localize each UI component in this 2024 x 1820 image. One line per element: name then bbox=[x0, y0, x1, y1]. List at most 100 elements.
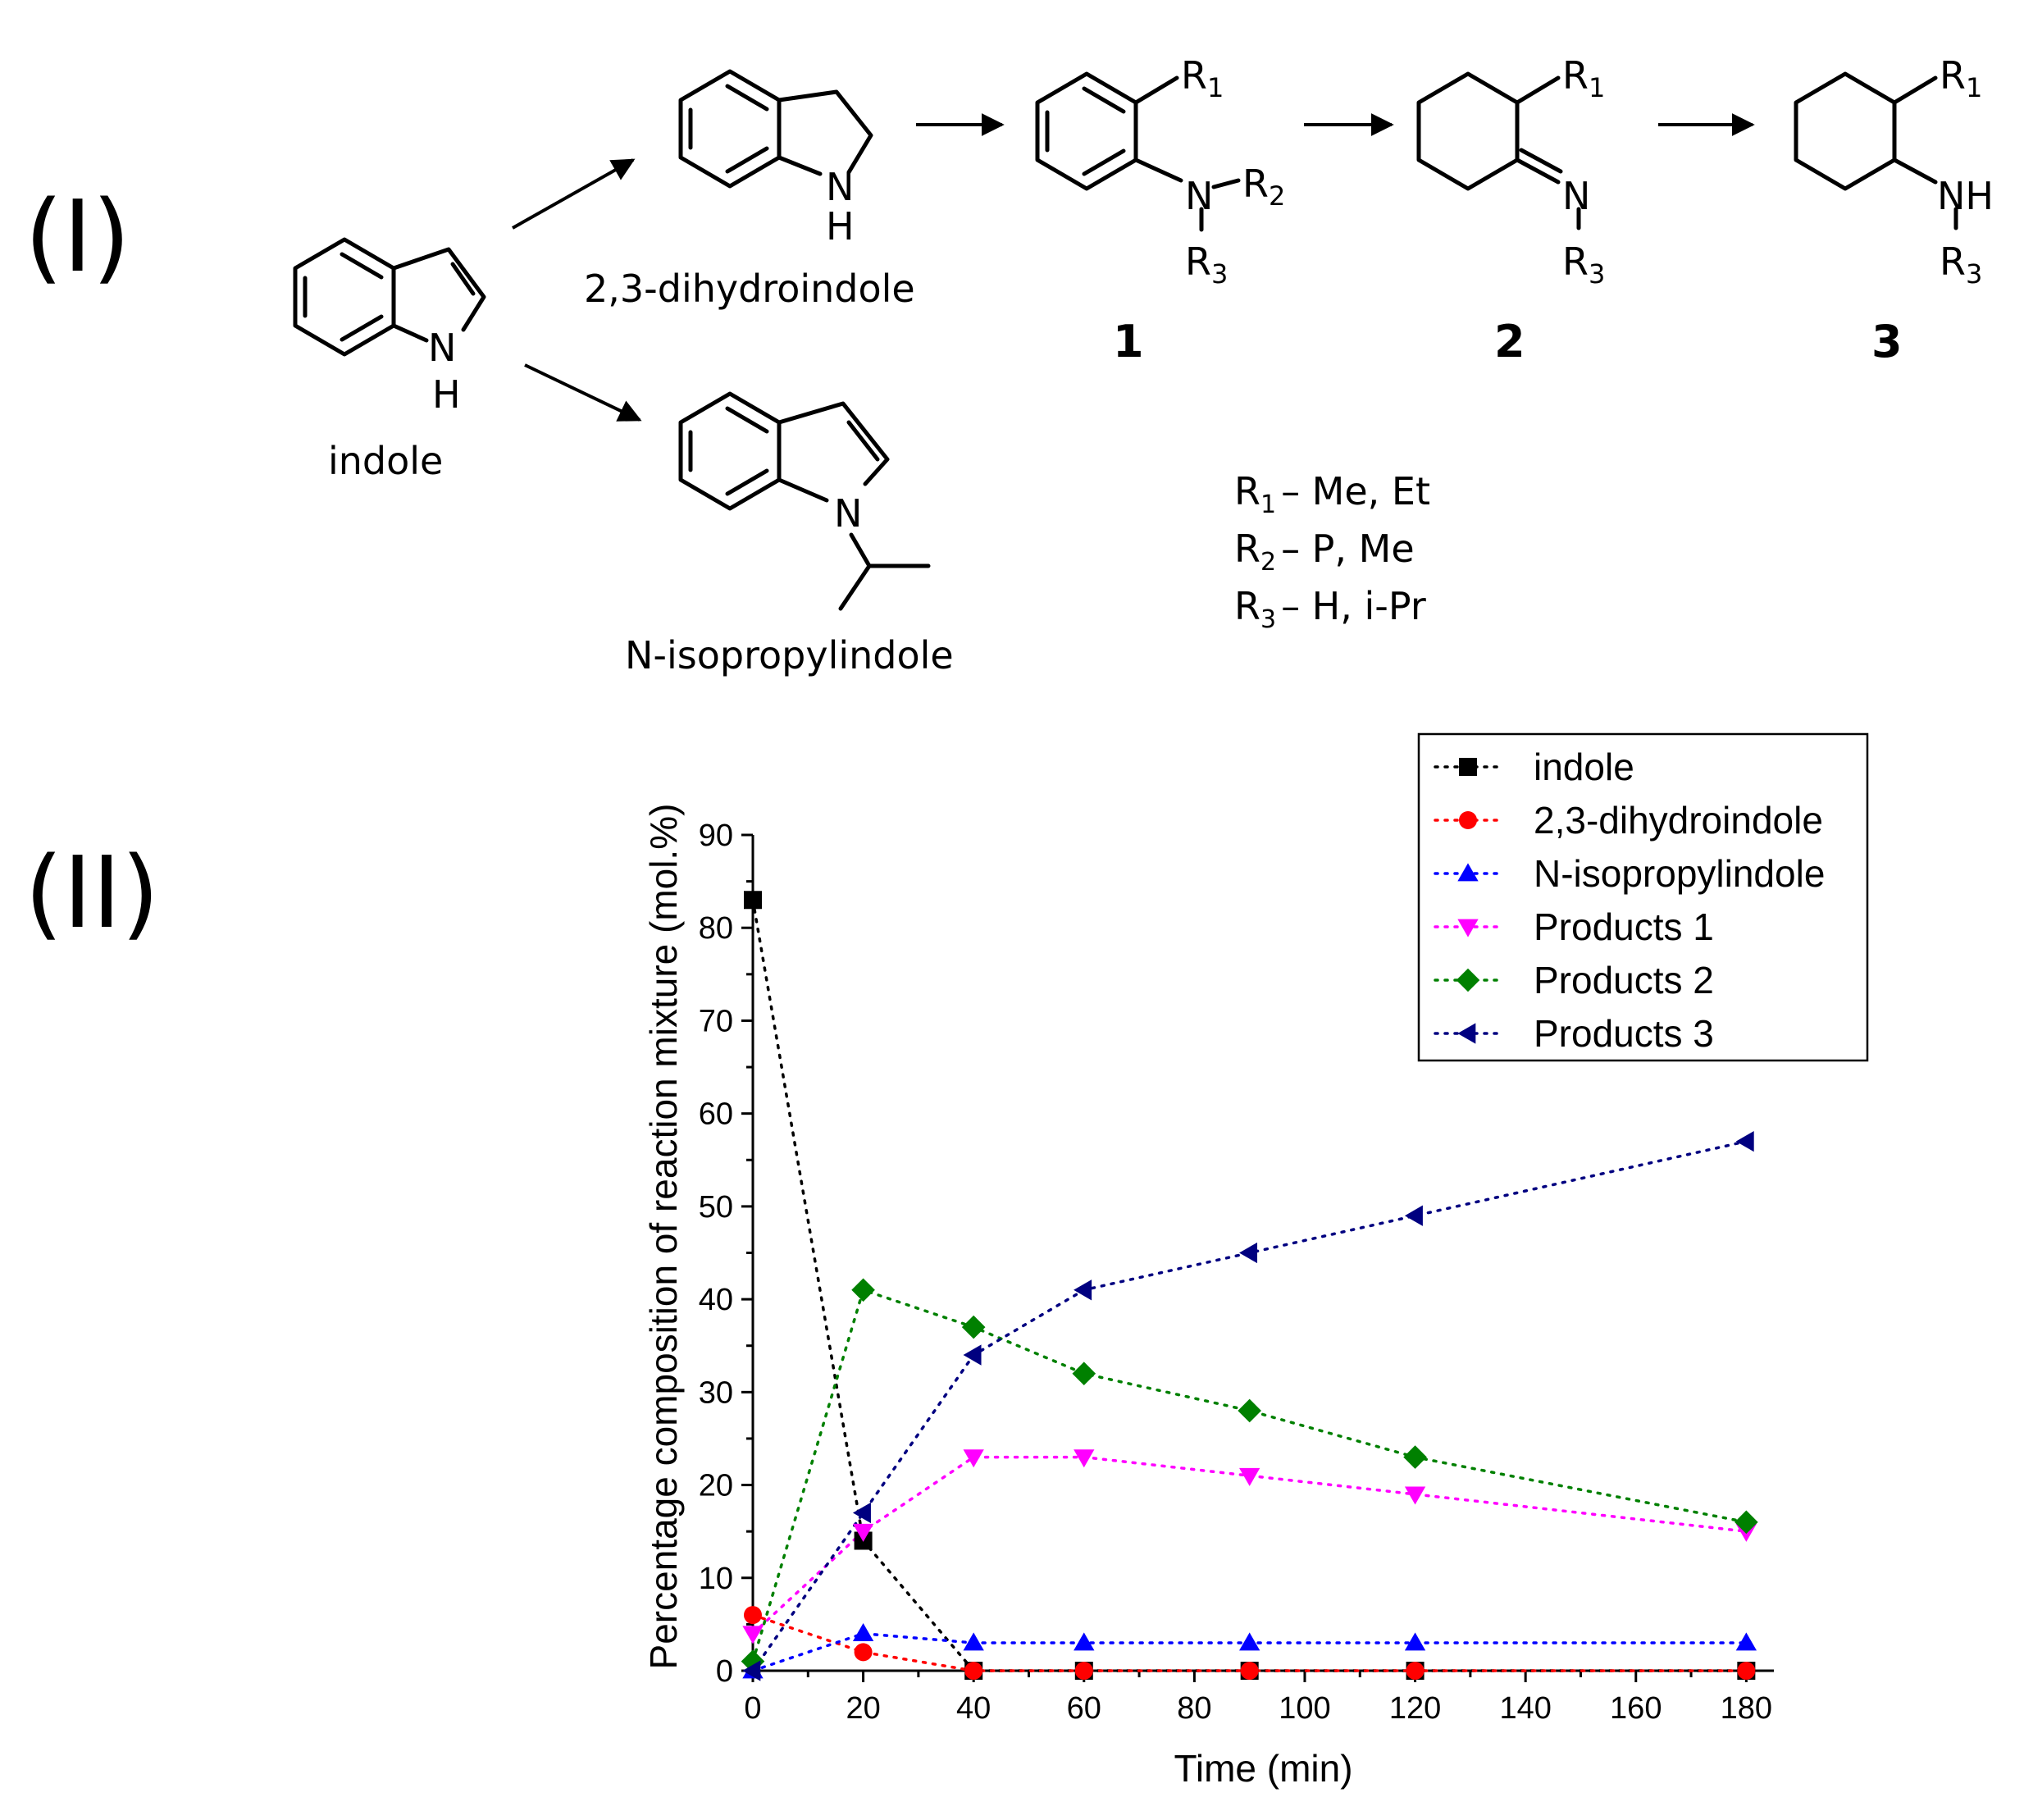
legend-label: indole bbox=[1534, 746, 1634, 788]
y-axis-label: Percentage composition of reaction mixtu… bbox=[642, 804, 685, 1670]
legend-marker bbox=[1457, 863, 1479, 882]
y-tick-label: 80 bbox=[699, 911, 733, 946]
y-tick-label: 90 bbox=[699, 819, 733, 853]
y-tick-label: 0 bbox=[716, 1654, 733, 1689]
data-point-series-4 bbox=[1403, 1445, 1427, 1469]
chart-legend: indole 2,3-dihydroindoleN-isopropylindole… bbox=[1417, 732, 1869, 1062]
x-tick-label: 20 bbox=[846, 1691, 880, 1726]
data-point-series-5 bbox=[1735, 1130, 1754, 1152]
legend-label: 2,3-dihydroindole bbox=[1534, 799, 1823, 842]
data-point-series-5 bbox=[1074, 1279, 1092, 1301]
x-tick-label: 100 bbox=[1279, 1691, 1330, 1726]
data-point-series-2 bbox=[963, 1632, 984, 1651]
data-point-series-4 bbox=[1072, 1362, 1096, 1385]
isopropylindole-label: N-isopropylindole bbox=[625, 633, 954, 677]
data-point-series-5 bbox=[1239, 1242, 1258, 1264]
compound-1-n-atom: N bbox=[1185, 174, 1213, 218]
data-point-series-3 bbox=[852, 1523, 874, 1542]
data-point-series-1 bbox=[1074, 1662, 1093, 1680]
x-tick-label: 0 bbox=[744, 1691, 761, 1726]
data-point-series-4 bbox=[1238, 1398, 1261, 1423]
data-point-series-2 bbox=[1404, 1632, 1426, 1651]
compound-2-r3-atom: R3 bbox=[1562, 239, 1605, 290]
compound-3-structure: R1 NH R3 3 bbox=[1794, 53, 1994, 367]
compound-3-number: 3 bbox=[1871, 316, 1903, 367]
x-tick-label: 160 bbox=[1610, 1691, 1662, 1726]
indole-label: indole bbox=[328, 439, 443, 483]
indole-n-atom: N bbox=[428, 326, 456, 370]
compound-2-n-atom: N bbox=[1562, 174, 1590, 218]
x-tick-label: 120 bbox=[1389, 1691, 1441, 1726]
y-tick-label: 40 bbox=[699, 1283, 733, 1317]
x-tick-label: 40 bbox=[956, 1691, 991, 1726]
legend-marker bbox=[1457, 919, 1479, 937]
compound-2-r1-atom: R1 bbox=[1562, 53, 1605, 103]
y-tick-label: 70 bbox=[699, 1004, 733, 1038]
legend-marker bbox=[1459, 758, 1477, 776]
data-point-series-1 bbox=[1406, 1662, 1425, 1680]
compound-1-r2-atom: R2 bbox=[1242, 162, 1285, 212]
indole-h-atom: H bbox=[432, 372, 461, 417]
y-tick-label: 20 bbox=[699, 1469, 733, 1503]
x-tick-label: 80 bbox=[1177, 1691, 1211, 1726]
arrow-to-dihydroindole bbox=[512, 158, 636, 230]
data-point-series-5 bbox=[742, 1660, 761, 1681]
data-point-series-3 bbox=[963, 1449, 984, 1468]
data-point-series-4 bbox=[741, 1649, 765, 1673]
data-point-series-5 bbox=[963, 1344, 982, 1366]
dihydroindole-n-atom: N bbox=[826, 165, 854, 209]
indole-structure: N H indole bbox=[293, 237, 486, 483]
compound-3-nh-atom: NH bbox=[1937, 174, 1994, 218]
data-point-series-2 bbox=[1074, 1632, 1095, 1651]
compound-1-r1-atom: R1 bbox=[1181, 53, 1224, 103]
legend-label: N-isopropylindole bbox=[1534, 852, 1825, 895]
dihydroindole-structure: N H 2,3-dihydroindole bbox=[584, 69, 915, 311]
data-point-series-2 bbox=[1239, 1632, 1260, 1651]
compound-2-number: 2 bbox=[1494, 316, 1525, 367]
legend-box bbox=[1417, 732, 1869, 1062]
data-point-series-3 bbox=[742, 1626, 764, 1644]
data-point-series-5 bbox=[852, 1502, 871, 1524]
data-point-series-1 bbox=[744, 1606, 762, 1625]
compound-1-structure: R1 N R2 R3 1 bbox=[1035, 53, 1285, 367]
data-point-series-3 bbox=[1239, 1467, 1260, 1486]
legend-marker bbox=[1457, 1023, 1476, 1044]
substituent-r3: R3– H, i-Pr bbox=[1234, 584, 1426, 634]
data-point-series-3 bbox=[1404, 1486, 1426, 1505]
data-point-series-4 bbox=[961, 1315, 986, 1339]
data-point-series-0 bbox=[744, 891, 762, 910]
compound-1-r3-atom: R3 bbox=[1185, 239, 1228, 290]
dihydroindole-label: 2,3-dihydroindole bbox=[584, 267, 915, 311]
isopropylindole-structure: N N-isopropylindole bbox=[625, 391, 954, 677]
data-point-series-1 bbox=[854, 1643, 873, 1662]
legend-marker bbox=[1459, 811, 1477, 829]
data-point-series-1 bbox=[1737, 1662, 1756, 1680]
data-point-series-1 bbox=[1240, 1662, 1259, 1680]
data-point-series-4 bbox=[851, 1278, 875, 1302]
y-tick-label: 30 bbox=[699, 1375, 733, 1410]
x-axis-label: Time (min) bbox=[1174, 1747, 1352, 1790]
compound-3-r3-atom: R3 bbox=[1940, 239, 1982, 290]
legend-marker bbox=[1456, 968, 1480, 992]
compound-1-number: 1 bbox=[1113, 316, 1144, 367]
dihydroindole-h-atom: H bbox=[826, 204, 855, 249]
data-point-series-2 bbox=[852, 1623, 874, 1642]
x-tick-label: 140 bbox=[1499, 1691, 1551, 1726]
series-markers bbox=[741, 891, 1758, 1681]
compound-2-structure: R1 N R3 2 bbox=[1416, 53, 1605, 367]
data-point-series-1 bbox=[964, 1662, 983, 1680]
data-point-series-3 bbox=[1074, 1449, 1095, 1468]
legend-label: Products 3 bbox=[1534, 1012, 1714, 1055]
reaction-scheme: N H indole N H 2,3-dihydroindole N N-iso… bbox=[293, 53, 1994, 677]
legend-label: Products 2 bbox=[1534, 959, 1714, 1001]
substituent-r2: R2– P, Me bbox=[1234, 527, 1415, 577]
substituent-r1: R1– Me, Et bbox=[1234, 469, 1430, 519]
y-tick-label: 50 bbox=[699, 1190, 733, 1225]
isopropylindole-n-atom: N bbox=[834, 491, 862, 536]
y-tick-label: 10 bbox=[699, 1562, 733, 1596]
data-point-series-4 bbox=[1735, 1510, 1758, 1535]
panel-label-ii: (II) bbox=[25, 837, 160, 951]
